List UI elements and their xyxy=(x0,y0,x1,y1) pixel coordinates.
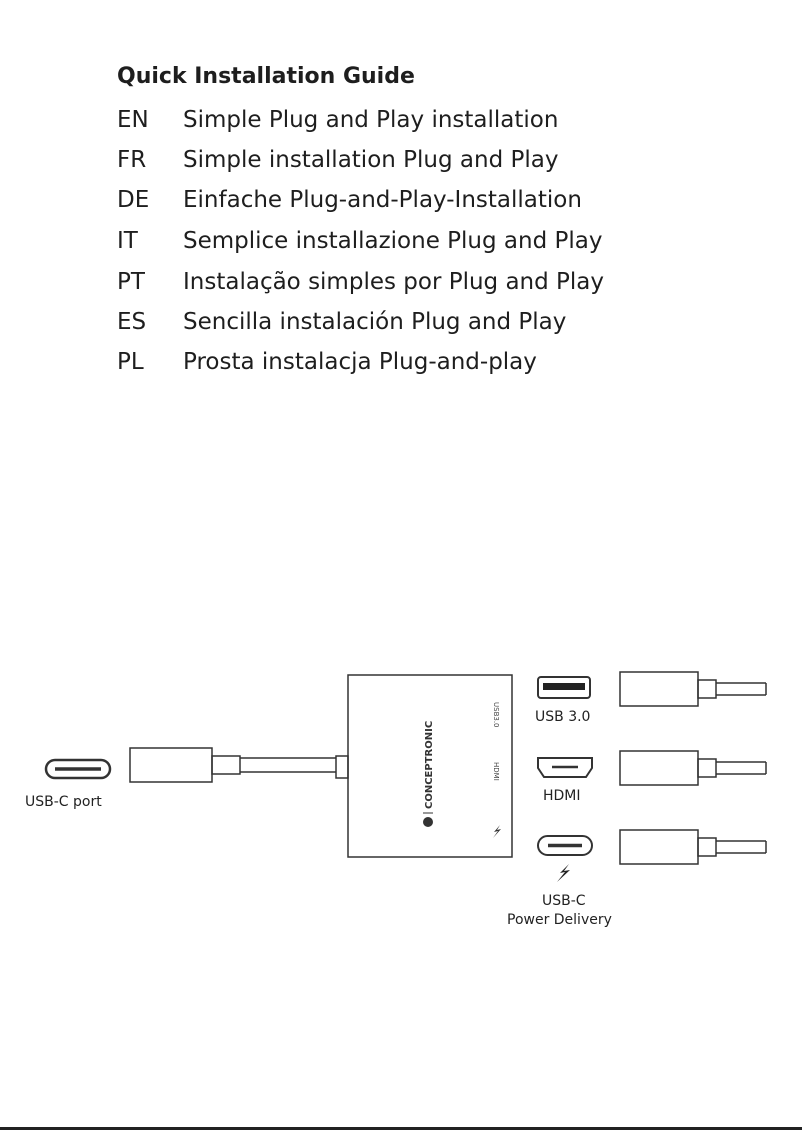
power-delivery-label: Power Delivery xyxy=(507,912,612,928)
hdmi-port-icon xyxy=(537,757,593,778)
instruction-pt: PT Instalação simples por Plug and Play xyxy=(117,269,604,295)
lightning-bolt-icon xyxy=(493,825,501,838)
instruction-en: EN Simple Plug and Play installation xyxy=(117,107,558,133)
usb-a-port-icon xyxy=(537,676,591,699)
brand-logo: CONCEPTRONIC xyxy=(423,721,435,827)
language-code: FR xyxy=(117,147,147,173)
instruction-text: Einfache Plug-and-Play-Installation xyxy=(183,187,582,213)
brand-name: CONCEPTRONIC xyxy=(424,721,435,809)
language-code: PT xyxy=(117,269,145,295)
instruction-text: Simple Plug and Play installation xyxy=(183,107,559,133)
instruction-de: DE Einfache Plug-and-Play-Installation xyxy=(117,187,582,213)
instruction-it: IT Semplice installazione Plug and Play xyxy=(117,228,602,254)
language-code: EN xyxy=(117,107,149,133)
hub-plug-icon xyxy=(129,747,349,783)
instruction-es: ES Sencilla instalación Plug and Play xyxy=(117,309,566,335)
plug-icon xyxy=(619,829,767,865)
instruction-text: Semplice installazione Plug and Play xyxy=(183,228,603,254)
instruction-pl: PL Prosta instalacja Plug-and-play xyxy=(117,349,537,375)
page-divider xyxy=(0,1127,802,1130)
language-code: PL xyxy=(117,349,144,375)
usb-c-port-icon xyxy=(44,758,112,780)
language-code: IT xyxy=(117,228,138,254)
language-code: DE xyxy=(117,187,150,213)
hub-usb-label: USB3.0 xyxy=(492,702,500,728)
hub-body xyxy=(347,674,513,858)
instruction-text: Sencilla instalación Plug and Play xyxy=(183,309,567,335)
lightning-bolt-icon xyxy=(557,864,570,882)
hub-hdmi-label: HDMI xyxy=(492,762,500,781)
language-code: ES xyxy=(117,309,147,335)
instruction-text: Simple installation Plug and Play xyxy=(183,147,559,173)
plug-icon xyxy=(619,671,767,707)
hdmi-label: HDMI xyxy=(543,788,581,804)
usb-c-pd-port-icon xyxy=(537,835,593,856)
instruction-text: Instalação simples por Plug and Play xyxy=(183,269,605,295)
usb-c-port-label: USB-C port xyxy=(25,794,102,810)
usbc-label: USB-C xyxy=(542,893,586,909)
instruction-fr: FR Simple installation Plug and Play xyxy=(117,147,558,173)
instruction-text: Prosta instalacja Plug-and-play xyxy=(183,349,537,375)
usb3-label: USB 3.0 xyxy=(535,709,590,725)
page-title: Quick Installation Guide xyxy=(117,64,415,89)
plug-icon xyxy=(619,750,767,786)
